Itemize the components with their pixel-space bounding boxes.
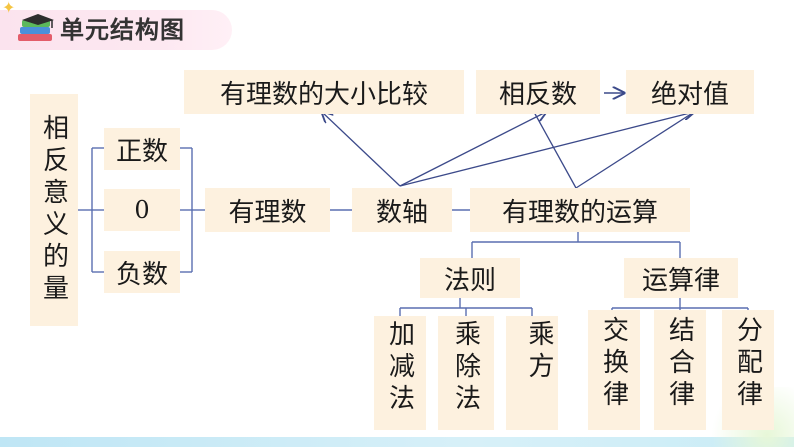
node-power: 乘方 [506,316,558,430]
node-comparison: 有理数的大小比较 [184,70,464,114]
node-negative-number: 负数 [104,251,180,293]
node-zero: 0 [104,189,180,231]
sparkle-icon: ✦ [2,0,16,17]
node-rational-operations: 有理数的运算 [470,188,690,232]
node-commutative: 交换律 [588,310,640,430]
node-associative: 结合律 [654,310,706,430]
books-icon [18,14,54,41]
node-opposite-number: 相反数 [476,70,600,114]
bottom-strip [0,437,794,447]
node-laws: 运算律 [624,258,738,298]
node-opposite-quantities: 相反意义的量 [30,94,78,326]
node-number-line: 数轴 [352,188,452,232]
node-rational-number: 有理数 [205,188,330,232]
node-distributive: 分配律 [722,310,774,430]
section-title: 单元结构图 [60,16,185,44]
node-positive-number: 正数 [104,128,180,170]
node-absolute-value: 绝对值 [626,70,754,114]
node-rules: 法则 [420,258,520,298]
node-multiply-divide: 乘除法 [438,316,494,430]
node-add-subtract: 加减法 [374,316,426,430]
